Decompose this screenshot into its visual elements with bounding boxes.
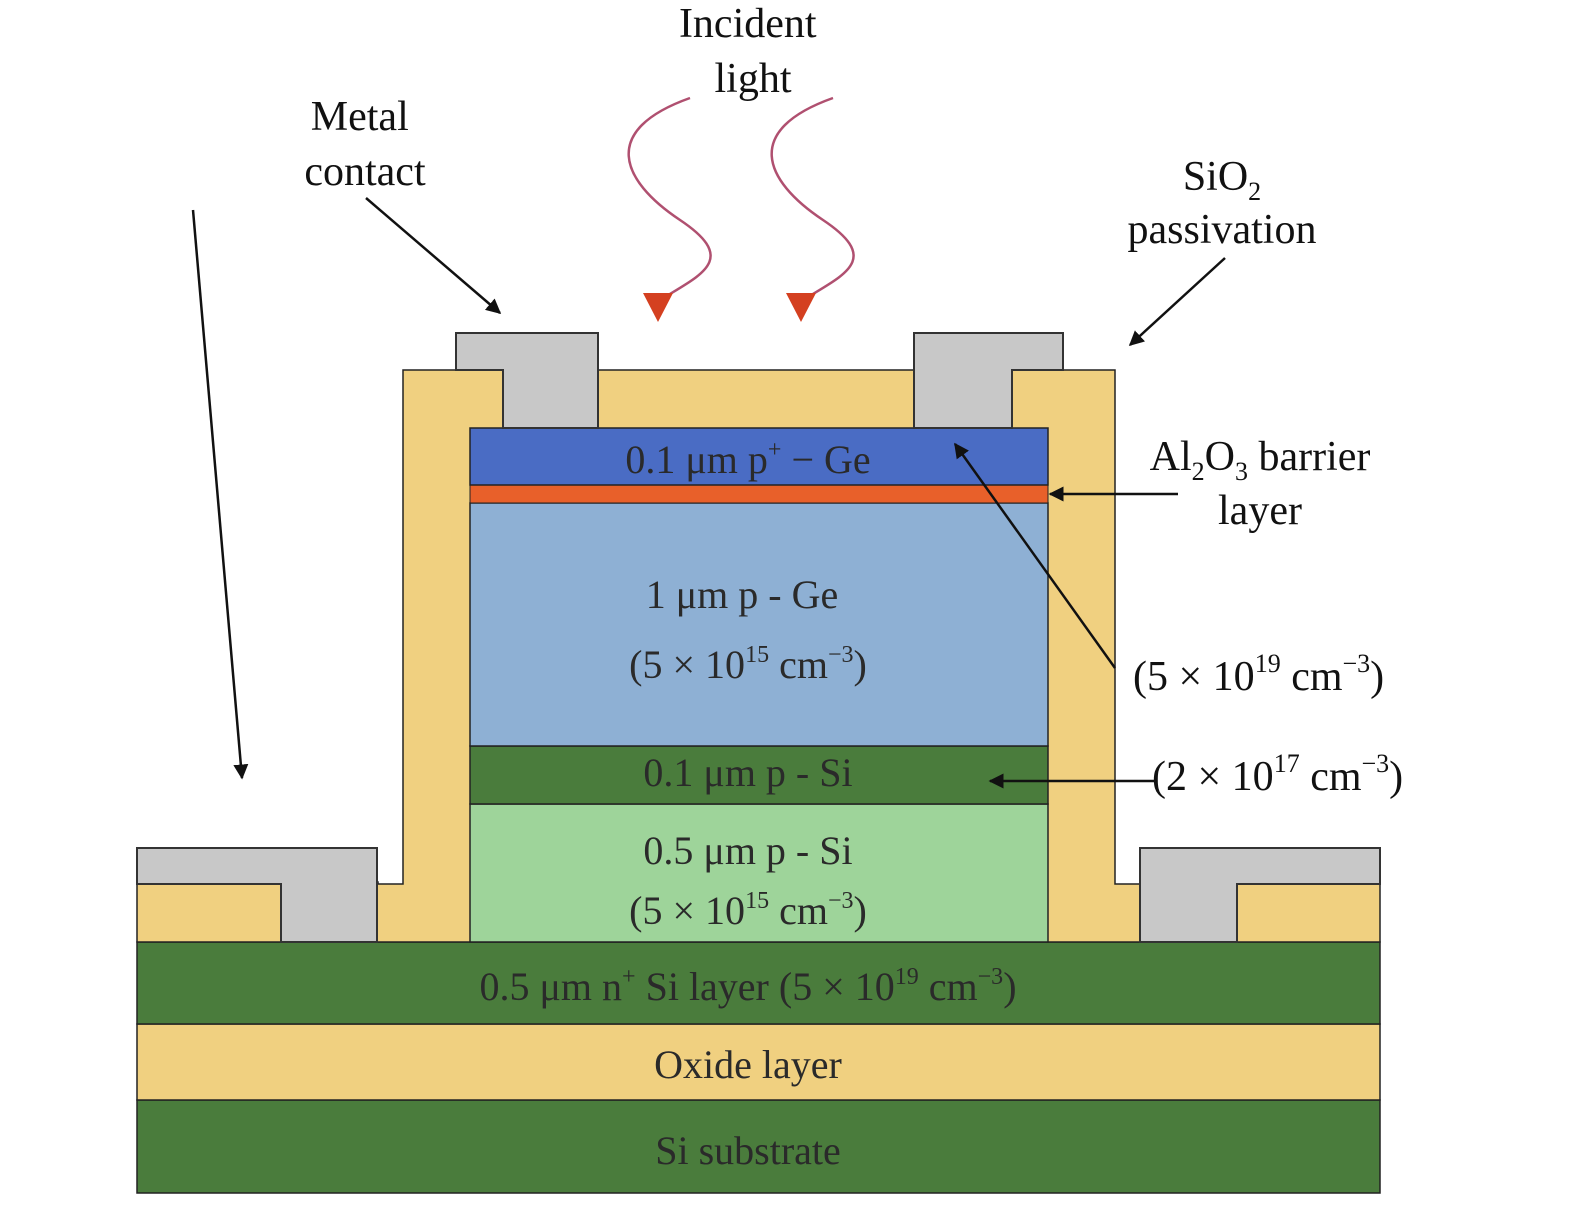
n-plus-si-label: 0.5 μm n+ Si layer (5 × 1019 cm−3) xyxy=(479,964,1016,1009)
ge-doping-exp2: −3 xyxy=(1343,649,1371,678)
p-si-exp: 15 xyxy=(745,888,769,914)
sio2-label-line2: passivation xyxy=(1128,207,1317,253)
p-plus-ge-sup: + xyxy=(768,437,782,463)
n-plus-si-mid2: cm xyxy=(919,964,978,1009)
p-plus-ge-post: − Ge xyxy=(781,437,870,482)
incident-light-label: Incident light xyxy=(679,1,827,102)
metal-contact-top-right xyxy=(913,332,1064,429)
al2o3-label-line2: layer xyxy=(1218,488,1302,534)
al2o3-label-line1: Al2O3 barrier xyxy=(1150,434,1371,486)
thin-p-si-label: 0.1 μm p - Si xyxy=(643,750,852,795)
al2o3-s1: 2 xyxy=(1192,457,1205,486)
si-doping-exp2: −3 xyxy=(1362,749,1390,778)
n-plus-si-exp2: −3 xyxy=(978,964,1004,990)
p-ge-exp: 15 xyxy=(745,642,769,668)
p-plus-ge-pre: 0.1 μm p xyxy=(625,437,768,482)
si-doping-pre: (2 × 10 xyxy=(1152,754,1274,800)
incident-light-arrowhead-left xyxy=(643,293,673,322)
p-ge-layer xyxy=(469,502,1049,747)
n-plus-si-post: ) xyxy=(1003,964,1016,1009)
p-si-exp2: −3 xyxy=(828,888,854,914)
p-ge-label-line1: 1 μm p - Ge xyxy=(646,572,839,617)
sio2-pointer-arrow xyxy=(1128,257,1226,347)
p-si-pre: (5 × 10 xyxy=(629,888,745,933)
incident-light-line1: Incident xyxy=(679,1,817,47)
oxide-layer xyxy=(136,1023,1381,1101)
p-ge-pre: (5 × 10 xyxy=(629,642,745,687)
metal-contact-top-left xyxy=(455,332,599,429)
incident-light-wave-left xyxy=(627,96,712,302)
p-si-post: ) xyxy=(853,888,866,933)
al2o3-p3: barrier xyxy=(1248,434,1370,480)
left-pointer-arrow xyxy=(191,209,249,780)
si-doping-post: ) xyxy=(1389,754,1403,800)
p-ge-label-line2: (5 × 1015 cm−3) xyxy=(629,642,867,687)
p-plus-ge-label: 0.1 μm p+ − Ge xyxy=(625,437,870,482)
metal-contact-bottom-left xyxy=(136,847,378,943)
oxide-layer-label: Oxide layer xyxy=(654,1042,842,1087)
p-si-layer xyxy=(469,803,1049,943)
ge-doping-pre: (5 × 10 xyxy=(1133,654,1255,700)
p-ge-exp2: −3 xyxy=(828,642,854,668)
al2o3-barrier-layer xyxy=(469,484,1049,504)
p-plus-ge-layer xyxy=(469,427,1049,486)
ge-doping-label: (5 × 1019 cm−3) xyxy=(1133,649,1384,700)
p-ge-post: ) xyxy=(853,642,866,687)
ge-doping-exp: 19 xyxy=(1255,649,1281,678)
p-ge-mid: cm xyxy=(769,642,828,687)
ge-doping-post: ) xyxy=(1370,654,1384,700)
metal-contact-pointer-arrow xyxy=(365,197,502,314)
n-plus-si-mid: Si layer (5 × 10 xyxy=(636,964,895,1009)
n-plus-si-sup: + xyxy=(622,964,636,990)
metal-contact-line2: contact xyxy=(304,149,426,195)
metal-contact-label: Metal contact xyxy=(304,94,426,195)
thin-p-si-layer xyxy=(469,745,1049,805)
sio2-base: SiO xyxy=(1183,154,1248,200)
si-substrate-label: Si substrate xyxy=(655,1128,841,1173)
p-si-label-line2: (5 × 1015 cm−3) xyxy=(629,888,867,933)
p-si-mid: cm xyxy=(769,888,828,933)
incident-light-arrowhead-right xyxy=(786,293,816,322)
incident-light-wave-right xyxy=(770,96,855,302)
ge-doping-mid: cm xyxy=(1281,654,1343,700)
al2o3-s2: 3 xyxy=(1235,457,1248,486)
sio2-label-line1: SiO2 xyxy=(1183,154,1261,206)
si-doping-mid: cm xyxy=(1300,754,1362,800)
al2o3-p1: Al xyxy=(1150,434,1192,480)
si-doping-label: (2 × 1017 cm−3) xyxy=(1152,749,1403,800)
sio2-sub: 2 xyxy=(1248,177,1261,206)
incident-light-line2: light xyxy=(714,56,791,102)
si-doping-exp: 17 xyxy=(1274,749,1300,778)
n-plus-si-pre: 0.5 μm n xyxy=(479,964,622,1009)
p-si-label-line1: 0.5 μm p - Si xyxy=(643,828,852,873)
al2o3-p2: O xyxy=(1205,434,1235,480)
ge-doping-pointer-arrow xyxy=(953,442,1117,669)
metal-contact-bottom-right xyxy=(1139,847,1381,943)
n-plus-si-exp: 19 xyxy=(895,964,919,990)
metal-contact-line1: Metal xyxy=(311,94,409,140)
si-substrate-layer xyxy=(136,1099,1381,1194)
